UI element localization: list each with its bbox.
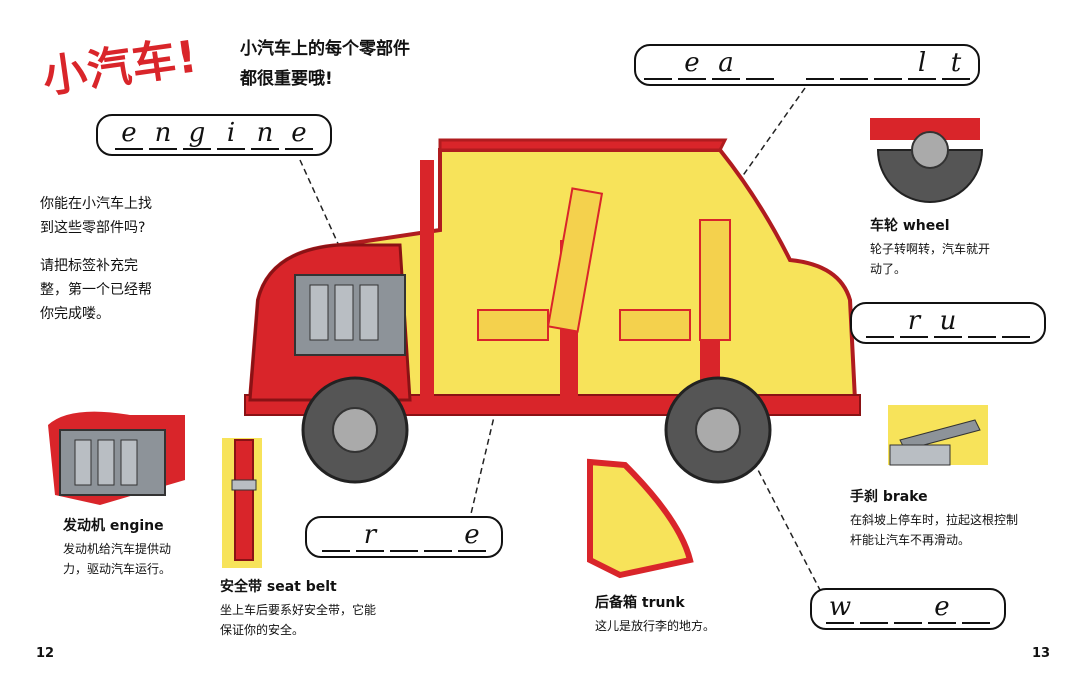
letter-slot[interactable]: u <box>934 308 962 338</box>
letter-slot[interactable] <box>424 522 452 552</box>
intro-line: 你完成喽。 <box>40 302 152 326</box>
subtitle-line: 小汽车上的每个零部件 <box>240 34 410 64</box>
letter-slot[interactable]: r <box>900 308 928 338</box>
intro-text: 你能在小汽车上找 到这些零部件吗? 请把标签补充完 整，第一个已经帮 你完成喽。 <box>40 192 152 326</box>
caption-line: 坐上车后要系好安全带，它能 <box>220 600 440 620</box>
letter-slot[interactable] <box>644 50 672 80</box>
letter-slot[interactable] <box>968 308 996 338</box>
caption-desc: 这儿是放行李的地方。 <box>595 616 795 636</box>
caption-line: 在斜坡上停车时，拉起这根控制 <box>850 510 1060 530</box>
letter-slot[interactable]: n <box>251 120 279 150</box>
wheel-inset <box>870 118 982 202</box>
letter-slot[interactable]: e <box>458 522 486 552</box>
caption-line: 动了。 <box>870 259 1060 279</box>
letter-slot[interactable]: w <box>826 594 854 624</box>
trunk-label-box[interactable]: r u <box>850 302 1046 344</box>
brake-label-box[interactable]: r e <box>305 516 503 558</box>
letter-slot[interactable]: l <box>908 50 936 80</box>
letter-slot[interactable] <box>894 594 922 624</box>
caption-desc: 在斜坡上停车时，拉起这根控制 杆能让汽车不再滑动。 <box>850 510 1060 550</box>
letter-slot[interactable]: t <box>942 50 970 80</box>
page-number-left: 12 <box>36 646 54 661</box>
letter-slot[interactable]: i <box>217 120 245 150</box>
letter-slot[interactable] <box>806 50 834 80</box>
letter-slot[interactable]: e <box>115 120 143 150</box>
caption-line: 保证你的安全。 <box>220 620 440 640</box>
brake-inset <box>888 405 988 465</box>
engine-inset <box>48 412 185 505</box>
intro-line: 整，第一个已经帮 <box>40 278 152 302</box>
caption-line: 发动机给汽车提供动 <box>63 539 233 559</box>
seatbelt-label-box[interactable]: e a l t <box>634 44 980 86</box>
caption-desc: 轮子转啊转，汽车就开 动了。 <box>870 239 1060 279</box>
subtitle-line: 都很重要哦! <box>240 64 410 94</box>
brake-caption: 手刹 brake 在斜坡上停车时，拉起这根控制 杆能让汽车不再滑动。 <box>850 486 1060 550</box>
caption-title: 发动机 engine <box>63 515 233 535</box>
caption-title: 手刹 brake <box>850 486 1060 506</box>
engine-caption: 发动机 engine 发动机给汽车提供动 力，驱动汽车运行。 <box>63 515 233 579</box>
intro-line: 你能在小汽车上找 <box>40 192 152 216</box>
letter-slot[interactable] <box>874 50 902 80</box>
letter-slot[interactable] <box>390 522 418 552</box>
letter-slot[interactable] <box>840 50 868 80</box>
page-subtitle: 小汽车上的每个零部件 都很重要哦! <box>240 34 410 94</box>
caption-line: 力，驱动汽车运行。 <box>63 559 233 579</box>
letter-slot[interactable] <box>962 594 990 624</box>
letter-slot[interactable]: a <box>712 50 740 80</box>
caption-line: 这儿是放行李的地方。 <box>595 616 795 636</box>
letter-slot[interactable]: g <box>183 120 211 150</box>
wheel-caption: 车轮 wheel 轮子转啊转，汽车就开 动了。 <box>870 215 1060 279</box>
trunk-inset <box>590 462 690 575</box>
caption-desc: 发动机给汽车提供动 力，驱动汽车运行。 <box>63 539 233 579</box>
letter-slot[interactable]: r <box>356 522 384 552</box>
letter-slot[interactable] <box>866 308 894 338</box>
caption-desc: 坐上车后要系好安全带，它能 保证你的安全。 <box>220 600 440 640</box>
trunk-caption: 后备箱 trunk 这儿是放行李的地方。 <box>595 592 795 636</box>
letter-slot[interactable] <box>860 594 888 624</box>
intro-line: 请把标签补充完 <box>40 254 152 278</box>
caption-title: 后备箱 trunk <box>595 592 795 612</box>
intro-line: 到这些零部件吗? <box>40 216 152 240</box>
letter-slot[interactable]: e <box>928 594 956 624</box>
page-number-right: 13 <box>1032 646 1050 661</box>
letter-slot[interactable]: e <box>285 120 313 150</box>
letter-slot[interactable]: e <box>678 50 706 80</box>
wheel-label-box[interactable]: w e <box>810 588 1006 630</box>
letter-slot[interactable] <box>322 522 350 552</box>
car-body <box>245 140 860 482</box>
engine-label-box[interactable]: e n g i n e <box>96 114 332 156</box>
letter-slot[interactable]: n <box>149 120 177 150</box>
seatbelt-caption: 安全带 seat belt 坐上车后要系好安全带，它能 保证你的安全。 <box>220 576 440 640</box>
letter-slot[interactable] <box>746 50 774 80</box>
caption-line: 杆能让汽车不再滑动。 <box>850 530 1060 550</box>
letter-slot[interactable] <box>1002 308 1030 338</box>
caption-line: 轮子转啊转，汽车就开 <box>870 239 1060 259</box>
caption-title: 安全带 seat belt <box>220 576 440 596</box>
caption-title: 车轮 wheel <box>870 215 1060 235</box>
